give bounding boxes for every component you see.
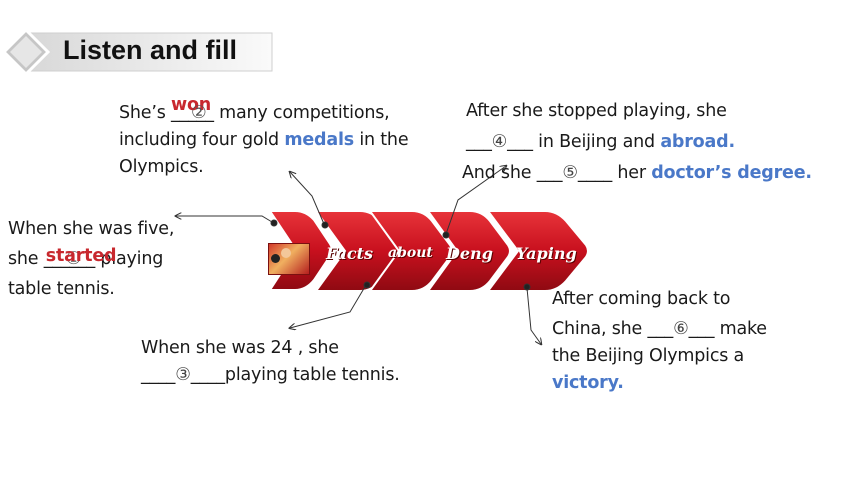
fact-started-line3: table tennis. [8, 279, 115, 299]
connectors [176, 166, 541, 344]
connector-2 [290, 172, 325, 225]
chevron-4 [426, 210, 511, 292]
keyword-medals: medals [284, 130, 354, 150]
fact-stopped-line2: ____③____playing table tennis. [141, 362, 400, 389]
page-title: Listen and fill [63, 35, 238, 65]
arrow-label-deng: Deng [446, 244, 493, 263]
answer-started: started [45, 246, 117, 266]
fact-after-line3: And she ___⑤____ her doctor’s degree. [462, 158, 812, 189]
fact-started-line1: When she was five, [8, 219, 175, 239]
connector-3 [290, 284, 367, 328]
paddle-icon [271, 254, 280, 263]
blank-6[interactable]: ___⑥___ [647, 319, 715, 339]
arrow-label-facts: Facts [326, 244, 373, 263]
chevron-3 [368, 210, 453, 292]
fact-after-line2: ___④___ in Beijing and abroad. [462, 127, 812, 158]
blank-5[interactable]: ___⑤____ [536, 163, 613, 183]
fact-back-to-china: After coming back to China, she ___⑥___ … [552, 286, 767, 397]
connector-6 [526, 287, 541, 344]
fact-stopped-playing: When she was 24 , she ____③____playing t… [141, 335, 400, 389]
arrow-label-yaping: Yaping [516, 244, 577, 263]
deng-yaping-photo [268, 243, 310, 275]
fact-after-playing: After she stopped playing, she ___④___ i… [462, 96, 812, 189]
arrow-label-about: about [388, 245, 433, 261]
keyword-victory: victory [552, 373, 618, 393]
fact-back-line1: After coming back to [552, 289, 731, 309]
keyword-doctors-degree: doctor’s degree [651, 163, 806, 183]
chevron-5 [486, 210, 589, 292]
blank-3[interactable]: ____③____ [141, 365, 225, 385]
fact-back-line4: victory. [552, 373, 624, 393]
fact-won-line2: including four gold medals in the [119, 130, 409, 150]
connector-4 [445, 166, 506, 235]
title-bar-shape [2, 28, 273, 76]
connector-1 [176, 216, 273, 223]
blank-4[interactable]: ___④___ [466, 132, 533, 152]
fact-won-line3: Olympics. [119, 157, 204, 177]
answer-won: won [171, 95, 212, 115]
title-bar [2, 28, 274, 76]
fact-back-line3: the Beijing Olympics a [552, 346, 745, 366]
keyword-abroad: abroad [660, 132, 729, 152]
fact-after-line1: After she stopped playing, she [466, 101, 727, 121]
photo-face [281, 248, 291, 258]
fact-stopped-line1: When she was 24 , she [141, 338, 339, 358]
fact-back-line2: China, she ___⑥___ make [552, 316, 767, 343]
